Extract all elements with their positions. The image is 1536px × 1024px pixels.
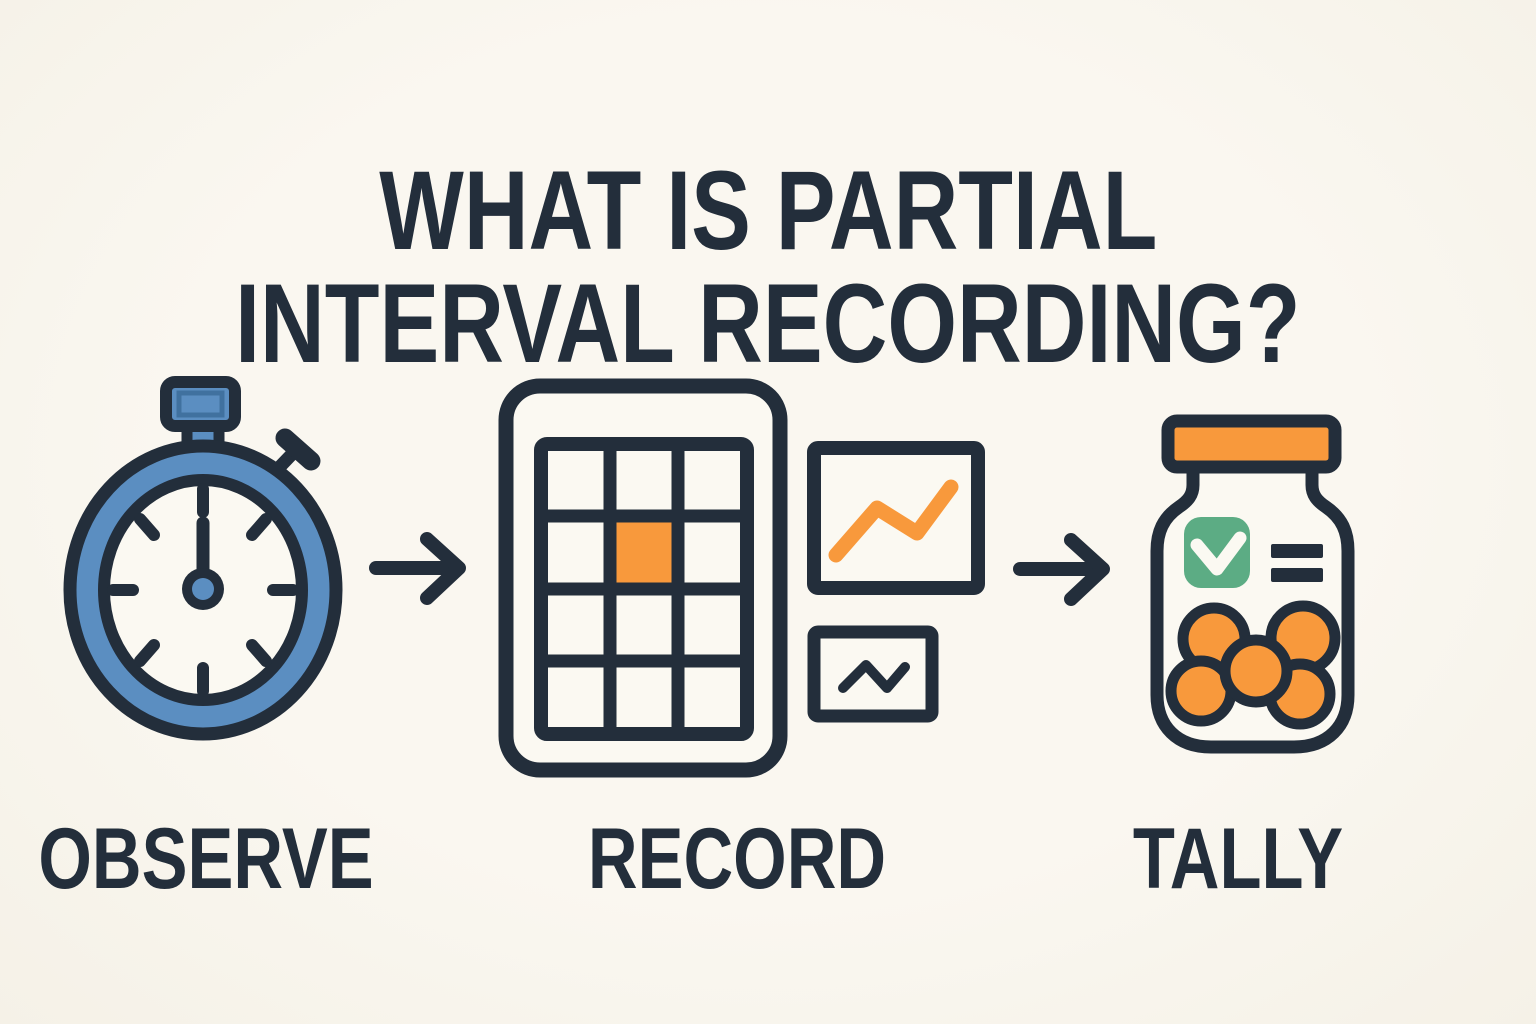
step-label-observe: OBSERVE [0, 816, 416, 902]
stopwatch-crown-inset [176, 390, 225, 418]
step-label-tally-text: TALLY [1132, 811, 1344, 907]
equals-icon [1271, 544, 1323, 582]
jar-lid [1161, 414, 1342, 474]
tally-jar-icon [1150, 414, 1355, 754]
token-circle [1219, 634, 1293, 708]
step-label-tally: TALLY [1107, 816, 1370, 902]
line-chart-icon [807, 441, 985, 595]
line-chart-trend [828, 479, 959, 563]
stopwatch-crown [160, 376, 241, 432]
right-arrow-icon [1013, 533, 1110, 606]
right-arrow-icon [369, 532, 466, 605]
check-badge-icon [1184, 517, 1250, 588]
stopwatch-hub-center [192, 578, 214, 600]
step-label-record-text: RECORD [587, 811, 887, 907]
page-title: WHAT IS PARTIAL INTERVAL RECORDING? [0, 154, 1536, 380]
grid-frame [534, 437, 754, 741]
step-label-observe-text: OBSERVE [38, 811, 374, 907]
interval-grid-tablet-icon [498, 378, 788, 778]
grid-lines [541, 444, 747, 734]
stopwatch-ticks [107, 483, 299, 697]
stopwatch-icon [63, 376, 343, 741]
step-label-record: RECORD [551, 816, 924, 902]
mini-trend-line [838, 660, 910, 693]
check-mark [1190, 531, 1247, 576]
title-line-2: INTERVAL RECORDING? [235, 261, 1301, 387]
mini-trend-icon [807, 625, 939, 723]
title-line-1: WHAT IS PARTIAL [378, 148, 1158, 274]
token-circles [1165, 600, 1341, 730]
grid-cell-marked [610, 517, 678, 589]
stopwatch-side-button-icon [275, 428, 321, 471]
